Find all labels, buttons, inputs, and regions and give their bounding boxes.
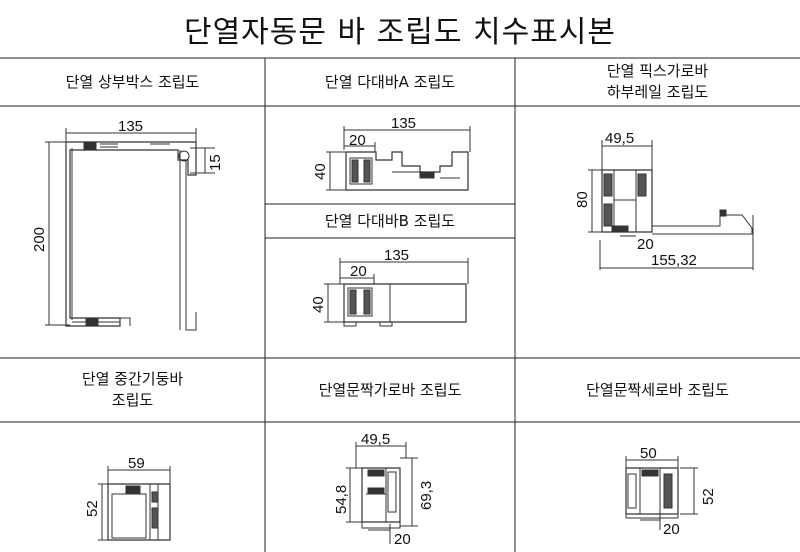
dim-door-v-width: 50 bbox=[640, 445, 657, 462]
dim-fix-bar-total: 155,32 bbox=[651, 252, 697, 269]
dim-top-box-small: 15 bbox=[207, 154, 224, 171]
header-fix-bar: 단열 픽스가로바 하부레일 조립도 bbox=[515, 58, 800, 106]
dim-mid-bar-height: 52 bbox=[84, 500, 101, 517]
dim-door-v-bottom: 20 bbox=[663, 521, 680, 538]
dim-fix-bar-inner: 20 bbox=[637, 236, 654, 253]
dim-door-v-height: 52 bbox=[700, 488, 717, 505]
dim-door-h-bottom: 20 bbox=[394, 531, 411, 548]
dim-bar-a-inner: 20 bbox=[349, 132, 366, 149]
dim-bar-b-inner: 20 bbox=[350, 263, 367, 280]
header-top-box: 단열 상부박스 조립도 bbox=[65, 72, 200, 91]
dim-fix-bar-height: 80 bbox=[574, 191, 591, 208]
header-mid-bar: 단열 중간기둥바 조립도 bbox=[0, 358, 265, 422]
header-bar-b: 단열 다대바B 조립도 bbox=[324, 211, 456, 230]
header-mid-bar-line1: 단열 중간기둥바 bbox=[81, 370, 184, 388]
fix-bar-drawing bbox=[588, 140, 754, 270]
top-box-drawing bbox=[45, 128, 215, 331]
dim-bar-a-width: 135 bbox=[391, 115, 416, 132]
dim-fix-bar-width: 49,5 bbox=[605, 130, 634, 147]
mid-bar-drawing bbox=[98, 466, 171, 541]
bar-a-drawing bbox=[326, 126, 471, 191]
table-grid bbox=[0, 57, 800, 552]
header-door-h: 단열문짝가로바 조립도 bbox=[318, 380, 462, 399]
header-fix-bar-line2: 하부레일 조립도 bbox=[606, 83, 709, 101]
dim-door-h-right: 69,3 bbox=[418, 481, 435, 510]
door-h-drawing bbox=[346, 442, 418, 544]
bar-b-drawing bbox=[324, 258, 469, 327]
header-bar-a: 단열 다대바A 조립도 bbox=[324, 72, 456, 91]
dim-door-h-width: 49,5 bbox=[361, 431, 390, 448]
door-v-drawing bbox=[625, 456, 698, 530]
dim-top-box-height: 200 bbox=[31, 227, 48, 252]
header-fix-bar-line1: 단열 픽스가로바 bbox=[606, 62, 709, 80]
dim-top-box-width: 135 bbox=[118, 118, 143, 135]
sheet-title: 단열자동문 바 조립도 치수표시본 bbox=[183, 15, 616, 50]
dim-mid-bar-width: 59 bbox=[128, 455, 145, 472]
dim-bar-a-height: 40 bbox=[312, 163, 329, 180]
dim-bar-b-height: 40 bbox=[310, 296, 327, 313]
header-mid-bar-line2: 조립도 bbox=[111, 391, 154, 409]
header-door-v: 단열문짝세로바 조립도 bbox=[586, 380, 729, 399]
dim-bar-b-width: 135 bbox=[384, 247, 409, 264]
dim-door-h-left: 54,8 bbox=[333, 485, 350, 514]
